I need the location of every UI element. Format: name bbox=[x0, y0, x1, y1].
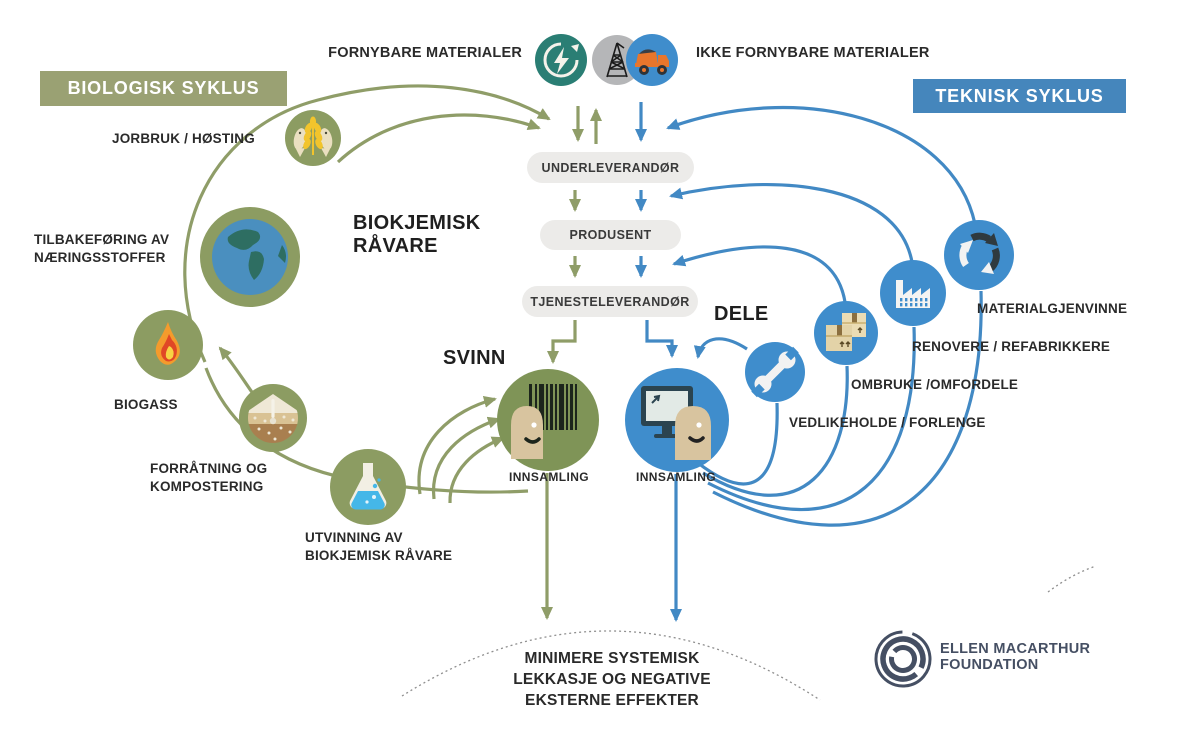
non-renewable-materials-label: IKKE FORNYBARE MATERIALER bbox=[696, 45, 930, 61]
composting-label: FORRÅTNING OG KOMPOSTERING bbox=[150, 461, 268, 494]
share-label: DELE bbox=[714, 303, 769, 325]
maintain-wrench-icon bbox=[745, 342, 805, 402]
renewable-materials-label: FORNYBARE MATERIALER bbox=[328, 45, 522, 61]
service-provider-pill: TJENESTELEVERANDØR bbox=[522, 286, 698, 317]
biogas-label: BIOGASS bbox=[114, 397, 178, 412]
mining-truck-icon bbox=[626, 34, 678, 86]
leakage-label: MINIMERE SYSTEMISK LEKKASJE OG NEGATIVE … bbox=[513, 650, 711, 709]
extraction-label: UTVINNING AV BIOKJEMISK RÅVARE bbox=[305, 530, 453, 563]
biochemical-feedstock-label: BIOKJEMISK RÅVARE bbox=[353, 212, 481, 257]
technical-collection-label: INNSAMLING bbox=[636, 470, 716, 484]
biological-collection-label: INNSAMLING bbox=[509, 470, 589, 484]
refurbish-label: RENOVERE / REFABRIKKERE bbox=[912, 339, 1111, 354]
refurbish-factory-icon bbox=[880, 260, 946, 326]
user-collection-icon bbox=[625, 368, 729, 472]
producer-pill: PRODUSENT bbox=[540, 220, 681, 250]
farming-label: JORBRUK / HØSTING bbox=[112, 131, 255, 146]
biogas-flame-icon bbox=[133, 310, 203, 380]
extraction-flask-icon bbox=[330, 449, 406, 525]
reuse-boxes-icon bbox=[814, 301, 878, 365]
renewable-energy-icon bbox=[535, 34, 587, 86]
composting-icon bbox=[239, 384, 307, 452]
loss-label: SVINN bbox=[443, 347, 506, 369]
earth-icon bbox=[200, 207, 300, 307]
technical-cycle-title: TEKNISK SYKLUS bbox=[913, 79, 1126, 113]
reuse-label: OMBRUKE /OMFORDELE bbox=[851, 377, 1019, 392]
biological-cycle-title: BIOLOGISK SYKLUS bbox=[40, 71, 287, 106]
supplier-pill: UNDERLEVERANDØR bbox=[527, 152, 694, 183]
ellen-macarthur-logo-text: ELLEN MACARTHUR FOUNDATION bbox=[940, 641, 1091, 673]
recycle-label: MATERIALGJENVINNE bbox=[977, 301, 1128, 316]
consumer-collection-icon bbox=[497, 369, 599, 471]
agriculture-icon bbox=[285, 110, 341, 166]
recycle-icon bbox=[944, 220, 1014, 290]
ellen-macarthur-logo-icon bbox=[872, 628, 934, 690]
maintain-label: VEDLIKEHOLDE / FORLENGE bbox=[789, 415, 986, 430]
nutrients-return-label: TILBAKEFØRING AV NÆRINGSSTOFFER bbox=[34, 232, 170, 265]
